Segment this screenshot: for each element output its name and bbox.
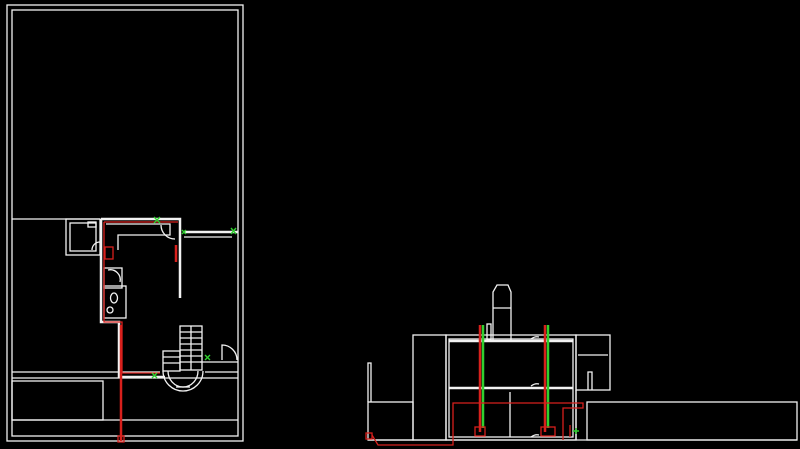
staircase [162, 325, 204, 392]
basin-fixture [106, 306, 114, 314]
utility-room [65, 218, 101, 256]
plumbing-risers [365, 325, 584, 446]
vent-symbols [151, 216, 237, 379]
level-markers [530, 336, 540, 438]
sheet-border-outer [6, 4, 244, 442]
stair-tower [492, 284, 512, 340]
section-elevation [365, 284, 798, 446]
parking-area [11, 380, 104, 421]
door-swing [221, 344, 238, 361]
door-swing [91, 241, 101, 251]
low-wing-left [367, 401, 414, 441]
utility-room-inner [69, 222, 97, 252]
kitchen-counter [106, 223, 171, 250]
bathroom [103, 267, 123, 289]
floor-plan [6, 4, 244, 443]
pipe-stub [486, 323, 492, 341]
vent-pipe-stub [367, 362, 372, 402]
toilet-room [103, 285, 127, 319]
fixture [87, 221, 97, 228]
door-swing [107, 269, 121, 283]
wall-block-left [412, 334, 447, 441]
low-wing-right [586, 401, 798, 441]
sheet-border-inner [11, 9, 239, 437]
pipe-stub [587, 371, 593, 390]
toilet-fixture [109, 292, 119, 304]
right-wing [575, 334, 611, 391]
drain-line [103, 221, 178, 443]
door-swing [160, 224, 176, 240]
building-walls [99, 217, 182, 379]
